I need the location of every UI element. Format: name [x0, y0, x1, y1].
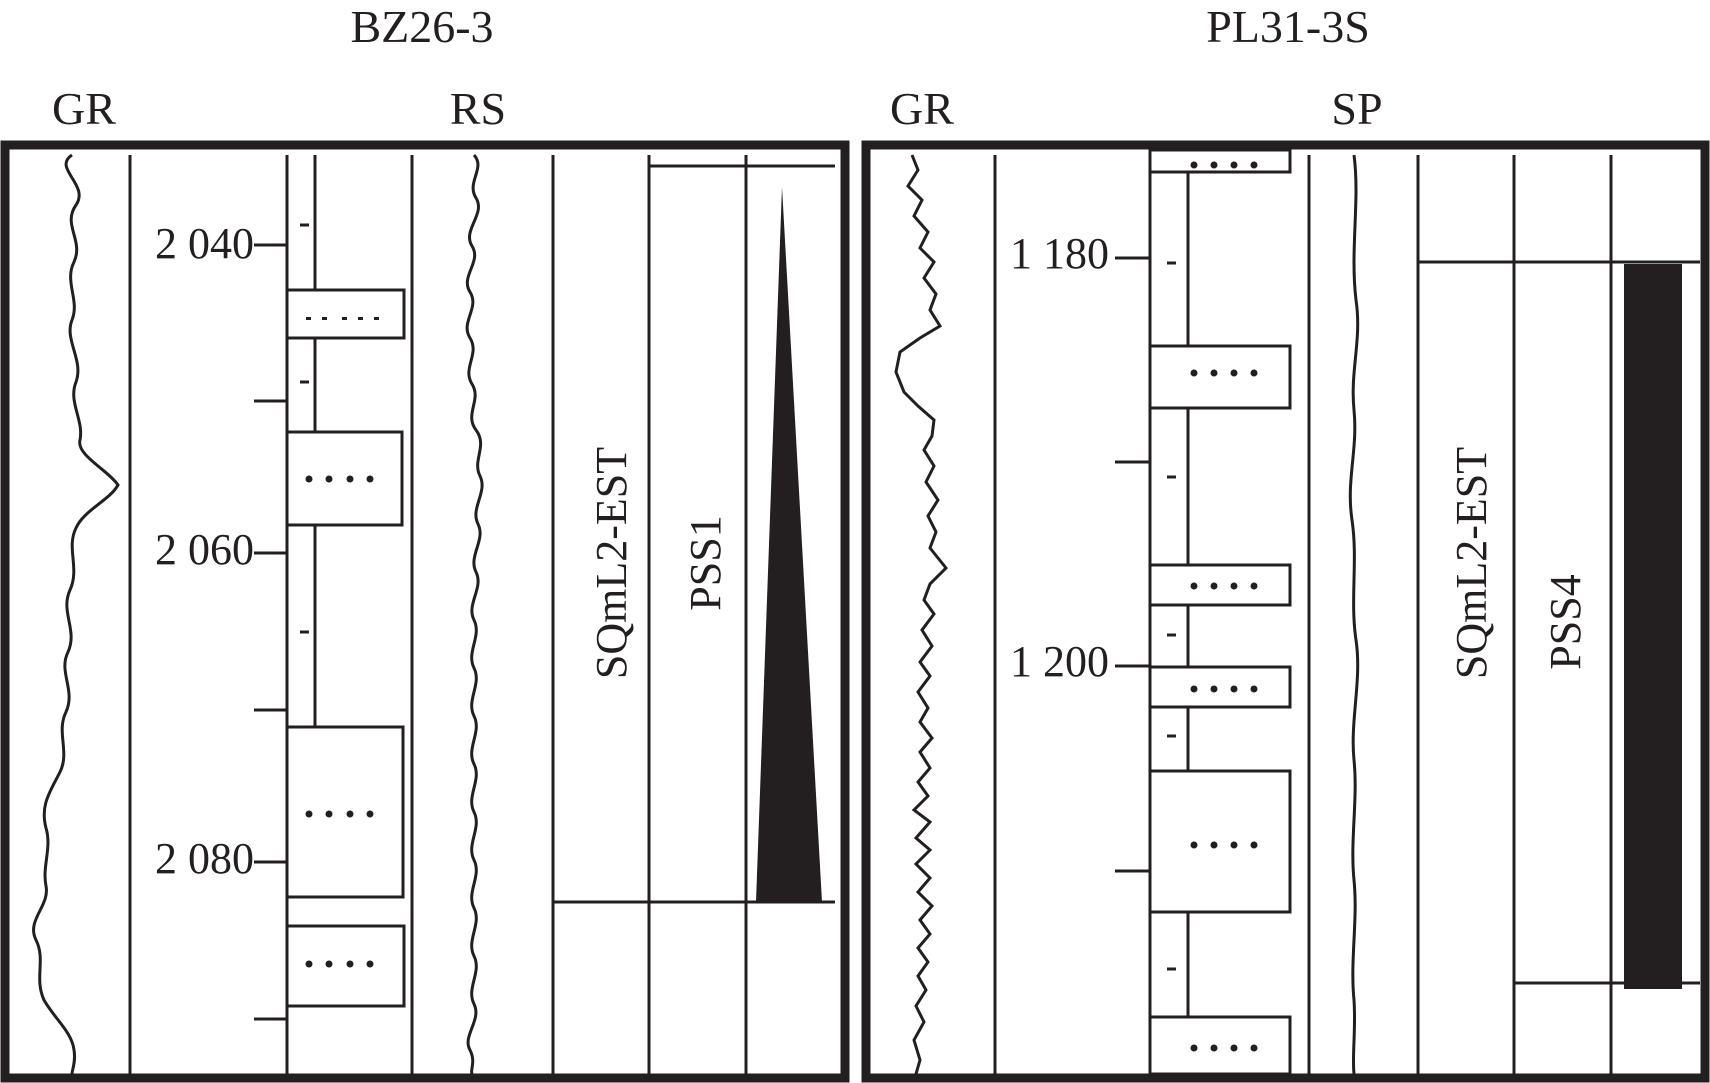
sandstone-bed [1148, 769, 1292, 914]
sandstone-bed [285, 924, 406, 1008]
sandstone-bed [1148, 344, 1292, 410]
sandstone-bed [285, 725, 405, 899]
lithology-column [1148, 148, 1292, 1076]
gr-curve-header: GR [52, 83, 116, 134]
parasequence-label: PSS4 [1541, 574, 1590, 669]
sandstone-bed [1148, 563, 1292, 607]
sandstone-bed [1148, 665, 1292, 709]
gr-log-curve [32, 153, 120, 1075]
parasequence-label: PSS1 [681, 515, 730, 610]
sp-log-curve [1348, 154, 1360, 1075]
depth-label: 1 200 [1010, 637, 1109, 686]
well-frame [861, 140, 1710, 1083]
well-frame [0, 140, 850, 1083]
depth-ticks [1115, 256, 1150, 873]
trend-bar [1624, 264, 1682, 989]
well-title: BZ26-3 [350, 1, 493, 52]
lithology-column [285, 155, 406, 1008]
depth-ticks [254, 243, 287, 1021]
sequence-label: SQmL2-EST [587, 447, 636, 679]
silt-bed [285, 288, 406, 340]
sand-dots [1190, 161, 1258, 1052]
well-pl31-3s: PL31-3S GR SP 1 180 1 200 [861, 1, 1710, 1083]
gr-curve-header: GR [890, 83, 954, 134]
depth-label: 2 040 [155, 219, 254, 268]
depth-label: 1 180 [1010, 229, 1109, 278]
sequence-label: SQmL2-EST [1447, 447, 1496, 679]
sandstone-bed [1148, 1015, 1292, 1076]
gr-log-curve [894, 154, 949, 1075]
sandstone-bed [285, 430, 404, 527]
sand-dots [305, 317, 379, 968]
rs-log-curve [465, 153, 484, 1075]
trend-triangle [756, 187, 822, 902]
sp-curve-header: SP [1331, 83, 1382, 134]
well-bz26-3: BZ26-3 GR RS 2 040 2 060 2 0 [0, 1, 850, 1083]
depth-label: 2 060 [155, 525, 254, 574]
track-dividers [993, 155, 1700, 1074]
rs-curve-header: RS [450, 83, 506, 134]
well-title: PL31-3S [1206, 1, 1370, 52]
sandstone-bed [1148, 148, 1292, 174]
track-dividers [128, 155, 835, 1074]
depth-label: 2 080 [155, 834, 254, 883]
